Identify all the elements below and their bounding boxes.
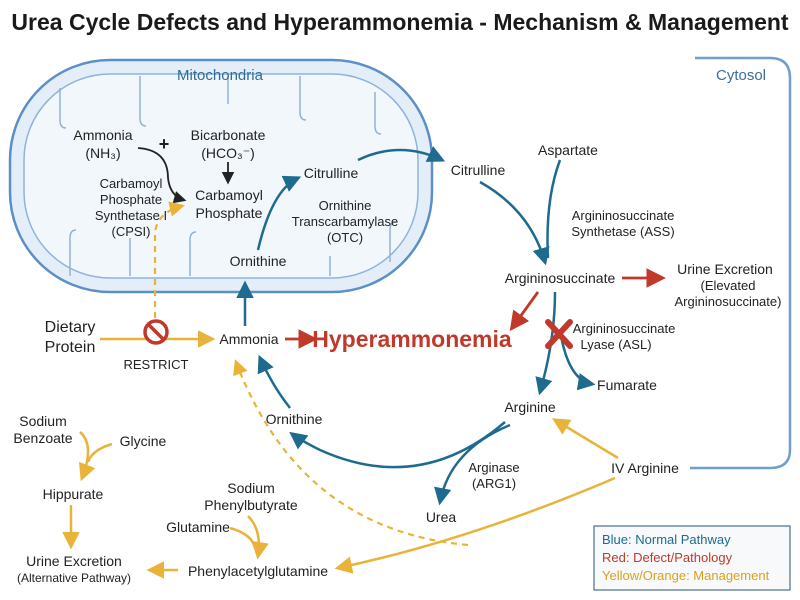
prohibition-icon	[143, 319, 169, 345]
legend-normal: Blue: Normal Pathway	[602, 532, 731, 547]
mitochondria-inner-membrane	[23, 73, 419, 279]
arrow-citrulline-transport	[357, 146, 446, 162]
arrow-iv-arginine-to-arginine	[552, 418, 619, 460]
carbamoyl-phosphate-line1: Carbamoyl	[195, 187, 263, 203]
bicarbonate-label: Bicarbonate	[191, 127, 266, 143]
arrow-dashed-to-ammonia	[233, 359, 469, 547]
ammonia-nh3-label: Ammonia	[73, 127, 132, 143]
asl-enzyme-line2: Lyase (ASL)	[580, 337, 651, 352]
arrow-glycine-to-hippurate	[86, 442, 113, 463]
dietary-protein-line1: Dietary	[45, 319, 96, 336]
aspartate-label: Aspartate	[538, 142, 598, 158]
urine-excretion-top-line2: (Elevated	[701, 278, 756, 293]
bicarbonate-formula: (HCO₃⁻)	[201, 145, 255, 161]
urine-excretion-top-line3: Argininosuccinate)	[675, 294, 782, 309]
arrow-ammonia-to-cps-dashed	[153, 201, 185, 318]
arginase-enzyme-line1: Arginase	[468, 460, 519, 475]
plus-sign: +	[159, 134, 170, 154]
glutamine-label: Glutamine	[166, 519, 230, 535]
citrulline-mito-label: Citrulline	[304, 165, 359, 181]
argininosuccinate-label: Argininosuccinate	[505, 270, 616, 286]
ass-enzyme-line2: Synthetase (ASS)	[571, 224, 674, 239]
iv-arginine-label: IV Arginine	[611, 460, 679, 476]
diagram-title: Urea Cycle Defects and Hyperammonemia - …	[11, 9, 788, 35]
arrow-phenylbutyrate-to-pag	[247, 515, 269, 560]
arrow-ammonia-to-carbamoyl-phosphate	[137, 147, 187, 204]
cps1-enzyme-line2: Phosphate	[100, 192, 162, 207]
citrulline-cyto-label: Citrulline	[451, 162, 506, 178]
legend-box	[593, 525, 791, 591]
cps1-enzyme-line1: Carbamoyl	[100, 176, 163, 191]
arrow-aspartate-to-argininosuccinate	[546, 159, 562, 259]
cytosol-boundary	[690, 56, 792, 470]
arrow-sodium-benzoate-to-hippurate	[78, 431, 96, 482]
ass-enzyme-line1: Argininosuccinate	[572, 208, 675, 223]
restrict-label: RESTRICT	[124, 357, 189, 372]
cytosol-label: Cytosol	[716, 67, 766, 84]
urine-excretion-top-line1: Urine Excretion	[677, 261, 773, 277]
arrow-glutamine-to-pag	[229, 526, 257, 549]
legend-defect: Red: Defect/Pathology	[602, 550, 733, 565]
otc-enzyme-line2: Transcarbamylase	[292, 214, 398, 229]
hippurate-label: Hippurate	[43, 486, 104, 502]
arrow-arginine-to-urea	[434, 423, 511, 506]
sodium-phenylbutyrate-line2: Phenylbutyrate	[204, 497, 298, 513]
urine-excretion-bottom-line2: (Alternative Pathway)	[17, 571, 131, 585]
glycine-label: Glycine	[120, 433, 167, 449]
phenylacetylglutamine-label: Phenylacetylglutamine	[188, 563, 328, 579]
sodium-phenylbutyrate-line1: Sodium	[227, 480, 274, 496]
arrow-iv-arginine-to-phenylacetylglutamine	[334, 476, 616, 574]
mitochondria-label: Mitochondria	[177, 67, 264, 84]
ammonia-nh3-formula: (NH₃)	[85, 145, 120, 161]
arginase-enzyme-line2: (ARG1)	[472, 476, 516, 491]
urine-excretion-bottom-line1: Urine Excretion	[26, 553, 122, 569]
urea-label: Urea	[426, 509, 457, 525]
red-x-block-icon	[545, 319, 573, 349]
arrow-citrulline-to-argininosuccinate	[479, 180, 550, 266]
arrow-argininosuccinate-to-hyperammonemia	[509, 291, 540, 332]
otc-enzyme-line3: (OTC)	[327, 230, 363, 245]
sodium-benzoate-line1: Sodium	[19, 413, 66, 429]
mitochondria-cristae	[59, 76, 397, 276]
cps1-enzyme-line4: (CPSI)	[112, 224, 151, 239]
hyperammonemia-label: Hyperammonemia	[312, 326, 512, 352]
otc-enzyme-line1: Ornithine	[319, 198, 372, 213]
ammonia-center-label: Ammonia	[219, 331, 278, 347]
carbamoyl-phosphate-line2: Phosphate	[196, 205, 263, 221]
arrow-arginine-to-ornithine	[289, 421, 506, 469]
ornithine-mito-label: Ornithine	[230, 253, 287, 269]
asl-enzyme-line1: Argininosuccinate	[573, 321, 676, 336]
arrow-ornithine-to-ammonia	[257, 354, 291, 409]
fumarate-label: Fumarate	[597, 377, 657, 393]
arginine-label: Arginine	[504, 399, 556, 415]
cps1-enzyme-line3: Synthetase I	[95, 208, 167, 223]
legend: Blue: Normal Pathway Red: Defect/Patholo…	[593, 525, 791, 591]
ornithine-cyto-label: Ornithine	[266, 411, 323, 427]
dietary-protein-line2: Protein	[45, 339, 96, 356]
legend-management: Yellow/Orange: Management	[602, 568, 770, 583]
arrow-ornithine-to-citrulline-mito	[256, 175, 302, 251]
sodium-benzoate-line2: Benzoate	[13, 430, 72, 446]
